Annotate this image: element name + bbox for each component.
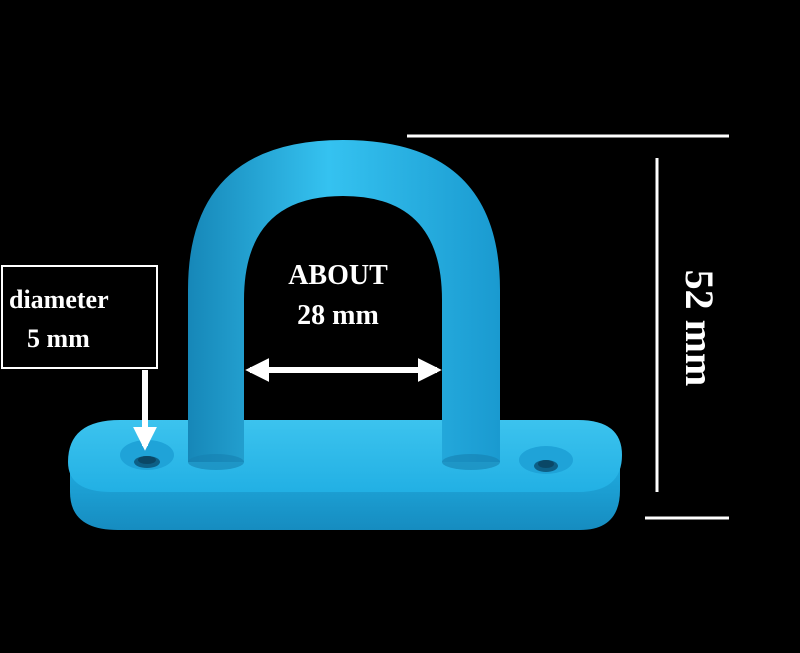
arch-loop [188,140,500,462]
inner-width-label: ABOUT [288,260,388,291]
diameter-callout-box [1,265,158,369]
height-value: 52 mm [677,269,722,387]
right-mounting-hole [519,446,573,474]
diameter-label: diameter [9,285,109,314]
diameter-value: 5 mm [27,324,90,353]
inner-width-value: 28 mm [297,300,379,331]
arch-right-foot [442,454,500,470]
arch-left-foot [188,454,244,470]
